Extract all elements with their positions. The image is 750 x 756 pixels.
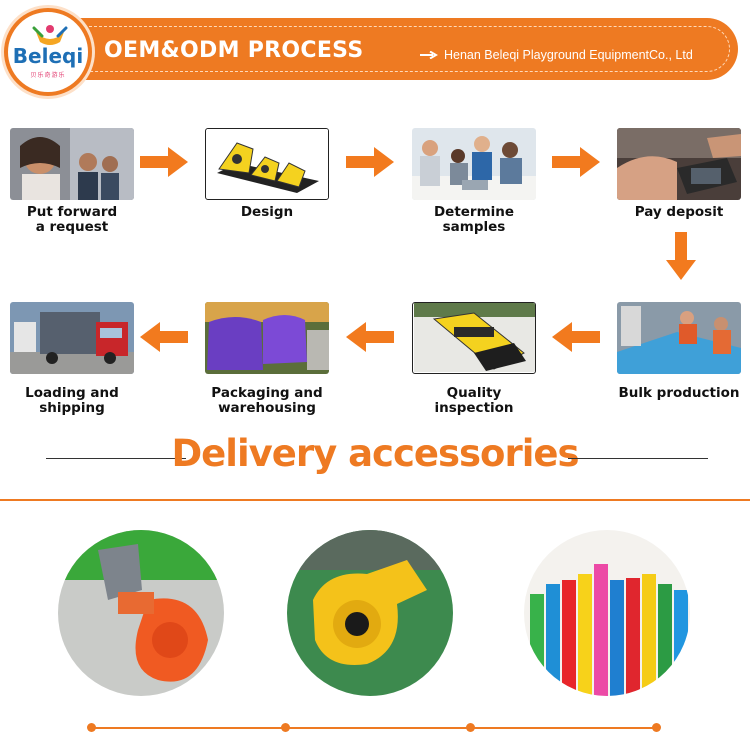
step-quality-inspection: Quality inspection — [412, 302, 536, 416]
step-determine-samples: Determine samples — [412, 128, 536, 235]
right-arrow-icon — [346, 147, 394, 177]
obstacle-course-design-photo-icon — [205, 128, 329, 200]
step-put-forward-request: Put forward a request — [10, 128, 134, 235]
right-arrow-icon — [552, 147, 600, 177]
truck-photo-icon — [10, 302, 134, 374]
step-label-line1: Packaging and — [211, 385, 323, 401]
step-label: Packaging and warehousing — [205, 386, 329, 416]
step-label: Bulk production — [617, 386, 741, 401]
timeline-dot — [87, 723, 96, 732]
step-label-line1: Determine samples — [433, 204, 515, 235]
step-label-line1: Pay deposit — [634, 204, 724, 220]
step-label-line1: Bulk production — [618, 385, 740, 401]
down-arrow-icon — [666, 232, 696, 280]
inflatable-inspection-photo-icon — [412, 302, 536, 374]
step-label-line2: shipping — [39, 400, 105, 416]
brand-logo[interactable]: Beleqi 贝乐奇游乐 — [4, 8, 92, 96]
section-title: Delivery accessories — [171, 432, 579, 475]
left-arrow-icon — [552, 322, 600, 352]
right-arrow-icon — [140, 147, 188, 177]
timeline-dot — [652, 723, 661, 732]
step-label: Put forward a request — [10, 205, 134, 235]
yellow-blower-photo-icon — [287, 530, 453, 696]
card-payment-photo-icon — [617, 128, 741, 200]
step-bulk-production: Bulk production — [617, 302, 741, 401]
step-label-line2: warehousing — [218, 400, 316, 416]
left-arrow-icon — [346, 322, 394, 352]
timeline-dot — [281, 723, 290, 732]
packages-photo-icon — [205, 302, 329, 374]
colored-tubes-photo-icon — [524, 530, 690, 696]
logo-figure-icon — [32, 25, 68, 45]
timeline-dot — [466, 723, 475, 732]
timeline-line — [90, 727, 658, 729]
brand-name: Beleqi — [12, 44, 84, 68]
step-packaging-warehousing: Packaging and warehousing — [205, 302, 329, 416]
factory-workers-photo-icon — [617, 302, 741, 374]
page-title: OEM&ODM PROCESS — [104, 38, 364, 63]
company-name: Henan Beleqi Playground EquipmentCo., Lt… — [444, 48, 693, 62]
step-label: Design — [205, 205, 329, 220]
step-label: Loading and shipping — [10, 386, 134, 416]
brand-subtitle: 贝乐奇游乐 — [30, 73, 66, 79]
left-arrow-icon — [140, 322, 188, 352]
step-label-line1: Loading and — [25, 385, 119, 401]
header-banner — [48, 18, 738, 80]
orange-blower-photo-icon — [58, 530, 224, 696]
step-pay-deposit: Pay deposit — [617, 128, 741, 220]
step-label-line1: Put forward — [26, 204, 118, 220]
step-label: Quality inspection — [412, 386, 536, 416]
divider-right — [568, 458, 708, 459]
step-label-line2: a request — [35, 219, 109, 235]
right-arrow-icon — [420, 51, 438, 59]
step-design: Design — [205, 128, 329, 220]
step-label: Pay deposit — [617, 205, 741, 220]
divider-left — [46, 458, 186, 459]
business-meeting-photo-icon — [412, 128, 536, 200]
call-center-photo-icon — [10, 128, 134, 200]
section-rule — [0, 499, 750, 501]
step-label-line1: Design — [240, 204, 294, 220]
step-label-line1: Quality inspection — [434, 385, 514, 416]
step-loading-shipping: Loading and shipping — [10, 302, 134, 416]
step-label: Determine samples — [412, 205, 536, 235]
